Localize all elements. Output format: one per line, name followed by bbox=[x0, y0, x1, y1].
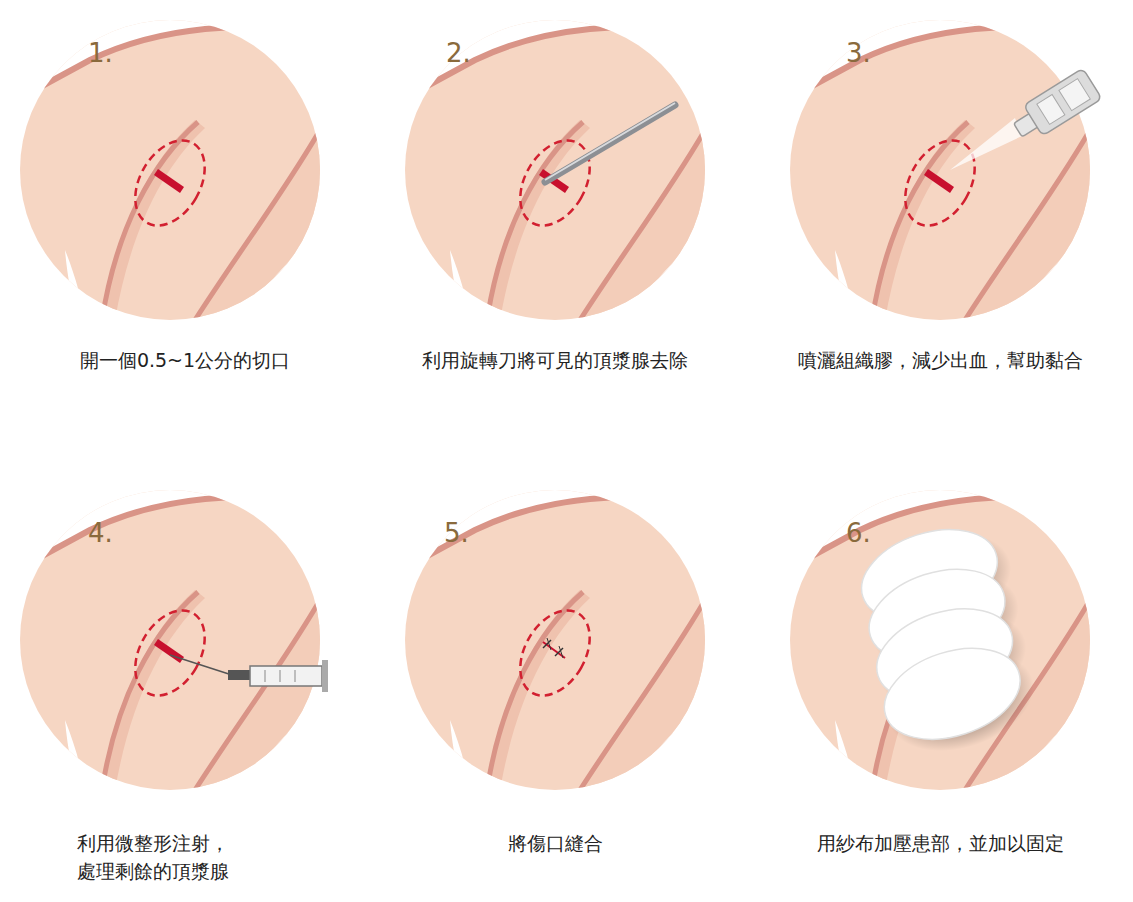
step-number: 1. bbox=[88, 38, 113, 68]
step-number: 3. bbox=[846, 38, 871, 68]
step-number: 5. bbox=[444, 518, 469, 548]
step-caption: 將傷口縫合 bbox=[375, 829, 735, 857]
step-number: 6. bbox=[846, 518, 871, 548]
step-caption: 用紗布加壓患部，並加以固定 bbox=[760, 829, 1120, 857]
step-number: 2. bbox=[446, 38, 471, 68]
step-caption: 開一個0.5~1公分的切口 bbox=[5, 346, 365, 374]
step-caption: 利用微整形注射， 處理剩餘的頂漿腺 bbox=[77, 829, 249, 885]
step-number: 4. bbox=[88, 518, 113, 548]
step-caption: 噴灑組織膠，減少出血，幫助黏合 bbox=[755, 346, 1125, 374]
step-caption: 利用旋轉刀將可見的頂漿腺去除 bbox=[375, 346, 735, 374]
